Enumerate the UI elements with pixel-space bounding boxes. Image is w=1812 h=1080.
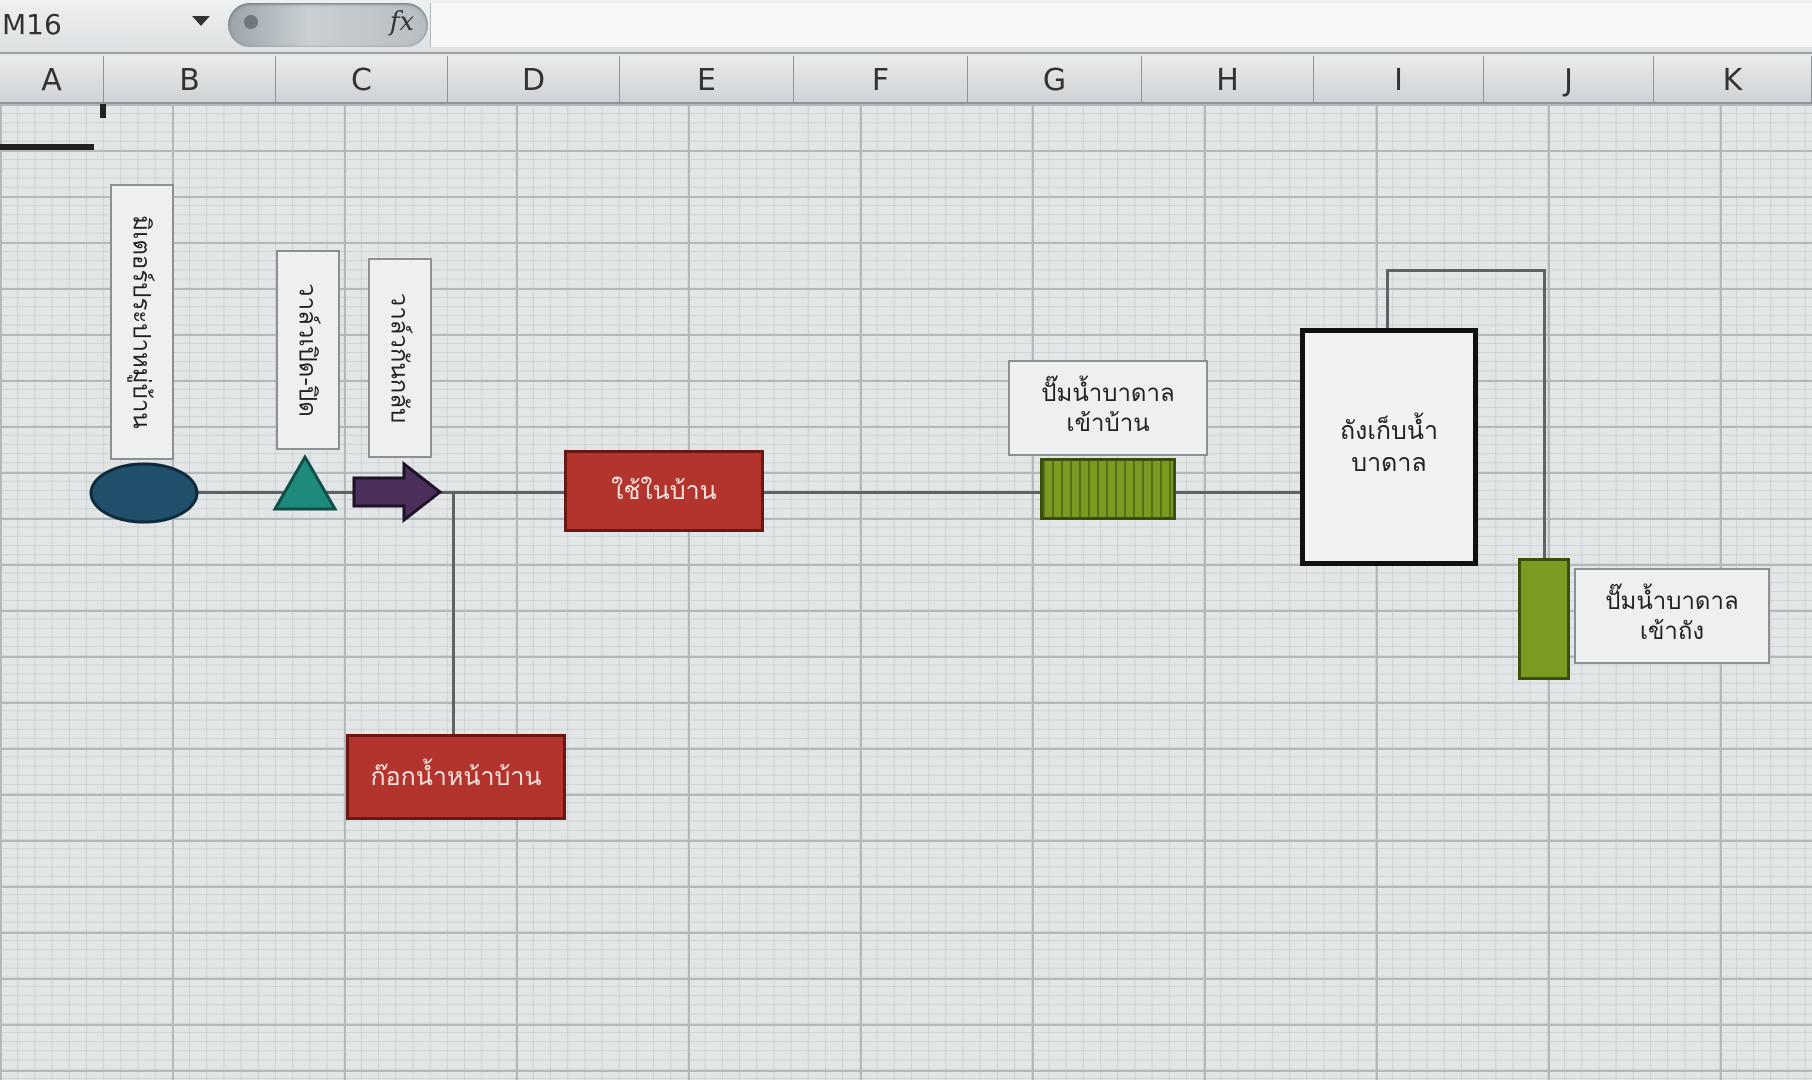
formula-input[interactable] [430,3,1812,47]
column-header-e[interactable]: E [620,56,794,104]
check-valve-label-box: วาล์วกันกลับ [368,258,432,458]
meter-label-box: มิเตอร์ประปาหมู่บ้าน [110,184,174,460]
name-box-dropdown-icon[interactable] [192,16,210,26]
tank-loop-right-line [1543,269,1546,561]
formula-bar: M16 fx [0,0,1812,54]
valve-triangle-icon[interactable] [272,453,338,512]
cell-selection-handle[interactable] [100,104,106,118]
function-dot-icon [244,15,258,29]
groundwater-tank-box[interactable]: ถังเก็บน้ำ บาดาล [1300,328,1478,566]
insert-function-button[interactable]: fx [228,3,428,47]
faucet-branch-line [452,491,455,735]
pump-to-house-label: ปั๊มน้ำบาดาล เข้าบ้าน [1008,360,1208,456]
meter-label: มิเตอร์ประปาหมู่บ้าน [127,215,156,429]
check-valve-label: วาล์วกันกลับ [385,292,414,424]
column-header-b[interactable]: B [104,56,276,104]
column-header-d[interactable]: D [448,56,620,104]
column-header-g[interactable]: G [968,56,1142,104]
column-header-j[interactable]: J [1484,56,1654,104]
pump-to-tank-icon[interactable] [1518,558,1570,680]
cell-selection-border [0,144,94,150]
column-header-c[interactable]: C [276,56,448,104]
water-meter-icon[interactable] [88,462,200,524]
column-header-f[interactable]: F [794,56,968,104]
column-header-h[interactable]: H [1142,56,1314,104]
column-header-i[interactable]: I [1314,56,1484,104]
column-header-a[interactable]: A [0,56,104,104]
use-in-house-box[interactable]: ใช้ในบ้าน [564,450,764,532]
fx-icon: fx [389,7,414,37]
valve-label-box: วาล์วเปิด-ปิด [276,250,340,450]
tank-loop-left-line [1386,269,1389,331]
pump-to-tank-label: ปั๊มน้ำบาดาล เข้าถัง [1574,568,1770,664]
name-box[interactable]: M16 [2,8,62,41]
pump-to-house-icon[interactable] [1040,458,1176,520]
front-faucet-box[interactable]: ก๊อกน้ำหน้าบ้าน [346,734,566,820]
tank-loop-top-line [1386,269,1546,272]
valve-open-close-label: วาล์วเปิด-ปิด [293,283,322,417]
check-valve-arrow-icon[interactable] [352,460,444,524]
column-header-k[interactable]: K [1654,56,1812,104]
